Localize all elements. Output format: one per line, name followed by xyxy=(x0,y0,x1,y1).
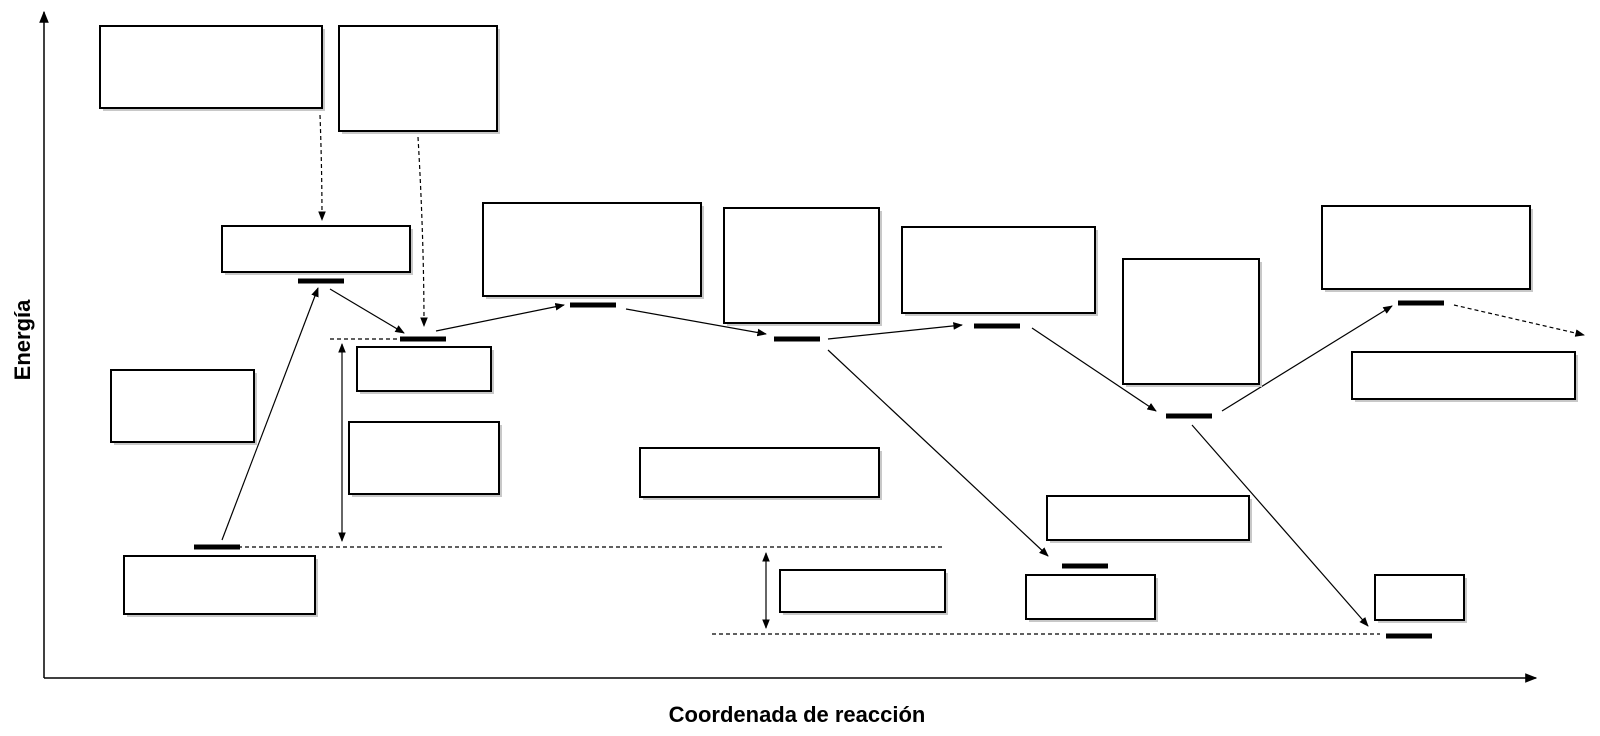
label-box-3 xyxy=(221,225,411,273)
label-box-15 xyxy=(123,555,316,615)
y-axis-label: Energía xyxy=(10,299,35,380)
label-box-17 xyxy=(1025,574,1156,620)
label-box-5 xyxy=(723,207,880,324)
path-arrow-1 xyxy=(221,287,319,541)
x-axis-label: Coordenada de reacción xyxy=(669,702,926,727)
path-arrow-5 xyxy=(827,322,963,340)
path-arrow-9 xyxy=(1191,424,1369,627)
path-arrow-8 xyxy=(1221,305,1393,412)
label-box-11 xyxy=(348,421,500,495)
label-box-2 xyxy=(338,25,498,132)
label-box-9 xyxy=(110,369,255,443)
path-arrow-3 xyxy=(435,302,565,332)
path-arrow-7 xyxy=(1031,327,1157,412)
pointer-arrows xyxy=(318,114,428,327)
pointer-arrow-2 xyxy=(417,136,428,327)
label-box-18 xyxy=(1374,574,1465,621)
energy-difference-arrows xyxy=(338,343,770,629)
label-box-16 xyxy=(779,569,946,613)
label-box-14 xyxy=(1046,495,1250,541)
path-arrow-6 xyxy=(827,349,1049,557)
axes: Coordenada de reacción Energía xyxy=(10,10,1538,727)
label-box-12 xyxy=(639,447,880,498)
label-box-7 xyxy=(1122,258,1260,385)
reference-lines xyxy=(238,338,1380,635)
label-box-10 xyxy=(356,346,492,392)
label-box-4 xyxy=(482,202,702,297)
path-arrow-2 xyxy=(329,288,405,334)
label-boxes xyxy=(99,25,1578,623)
reaction-path-arrows xyxy=(221,287,1585,627)
label-box-8 xyxy=(1321,205,1531,290)
label-box-6 xyxy=(901,226,1096,314)
label-box-13 xyxy=(1351,351,1576,400)
energy-levels xyxy=(194,278,1444,639)
path-arrow-4 xyxy=(625,308,767,337)
label-box-1 xyxy=(99,25,323,109)
pointer-arrow-1 xyxy=(318,114,326,221)
path-arrow-continuation xyxy=(1453,304,1585,337)
